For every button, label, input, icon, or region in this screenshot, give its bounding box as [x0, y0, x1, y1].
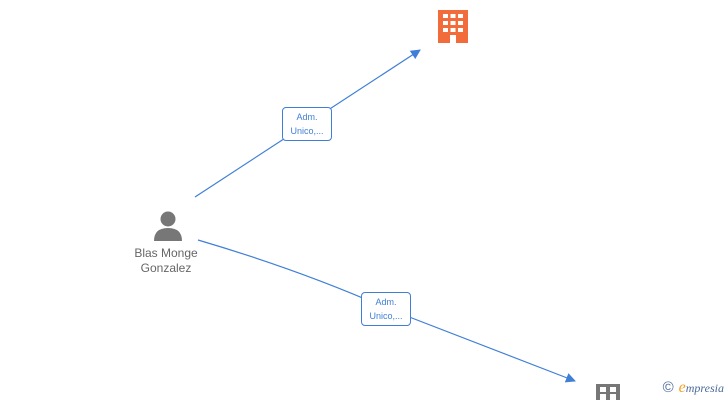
edge-label-line1: Adm. [296, 112, 318, 122]
edge-label-role[interactable]: Adm. Unico,... [361, 292, 411, 326]
edge-label-role[interactable]: Adm. Unico,... [282, 107, 332, 141]
edge-label-line2: Unico,... [290, 126, 324, 136]
edge-label-line1: Adm. [375, 297, 397, 307]
person-name-label: Blas Monge Gonzalez [106, 246, 226, 276]
brand-initial: e [678, 379, 686, 396]
copyright-symbol: © [662, 379, 674, 396]
building-icon[interactable] [596, 384, 620, 400]
person-name-line1: Blas Monge [134, 246, 198, 260]
brand-watermark: ©empresia [663, 379, 724, 397]
person-icon[interactable] [154, 211, 182, 242]
person-name-line2: Gonzalez [140, 261, 192, 275]
building-icon[interactable] [438, 10, 468, 43]
brand-name: mpresia [685, 381, 724, 395]
edge-label-line2: Unico,... [369, 311, 403, 321]
